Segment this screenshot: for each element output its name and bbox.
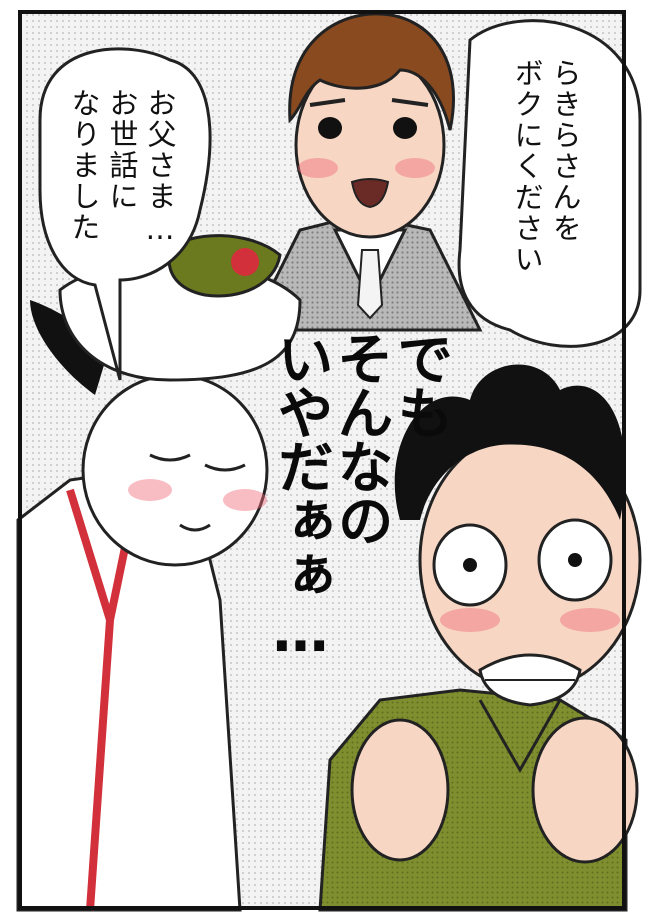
bride-dialogue: お父さま… お世話に なりました: [67, 88, 177, 248]
groom-figure: [247, 12, 483, 332]
father-figure: [318, 364, 642, 912]
groom-speech-bubble: [457, 19, 642, 348]
panel-border: [18, 10, 626, 910]
groom-dialogue: らきらさんを ボクにください: [510, 58, 582, 275]
father-cry-sfx: でも そんなの いやだぁぁ…: [268, 330, 453, 663]
bride-speech-bubble: [38, 47, 212, 381]
